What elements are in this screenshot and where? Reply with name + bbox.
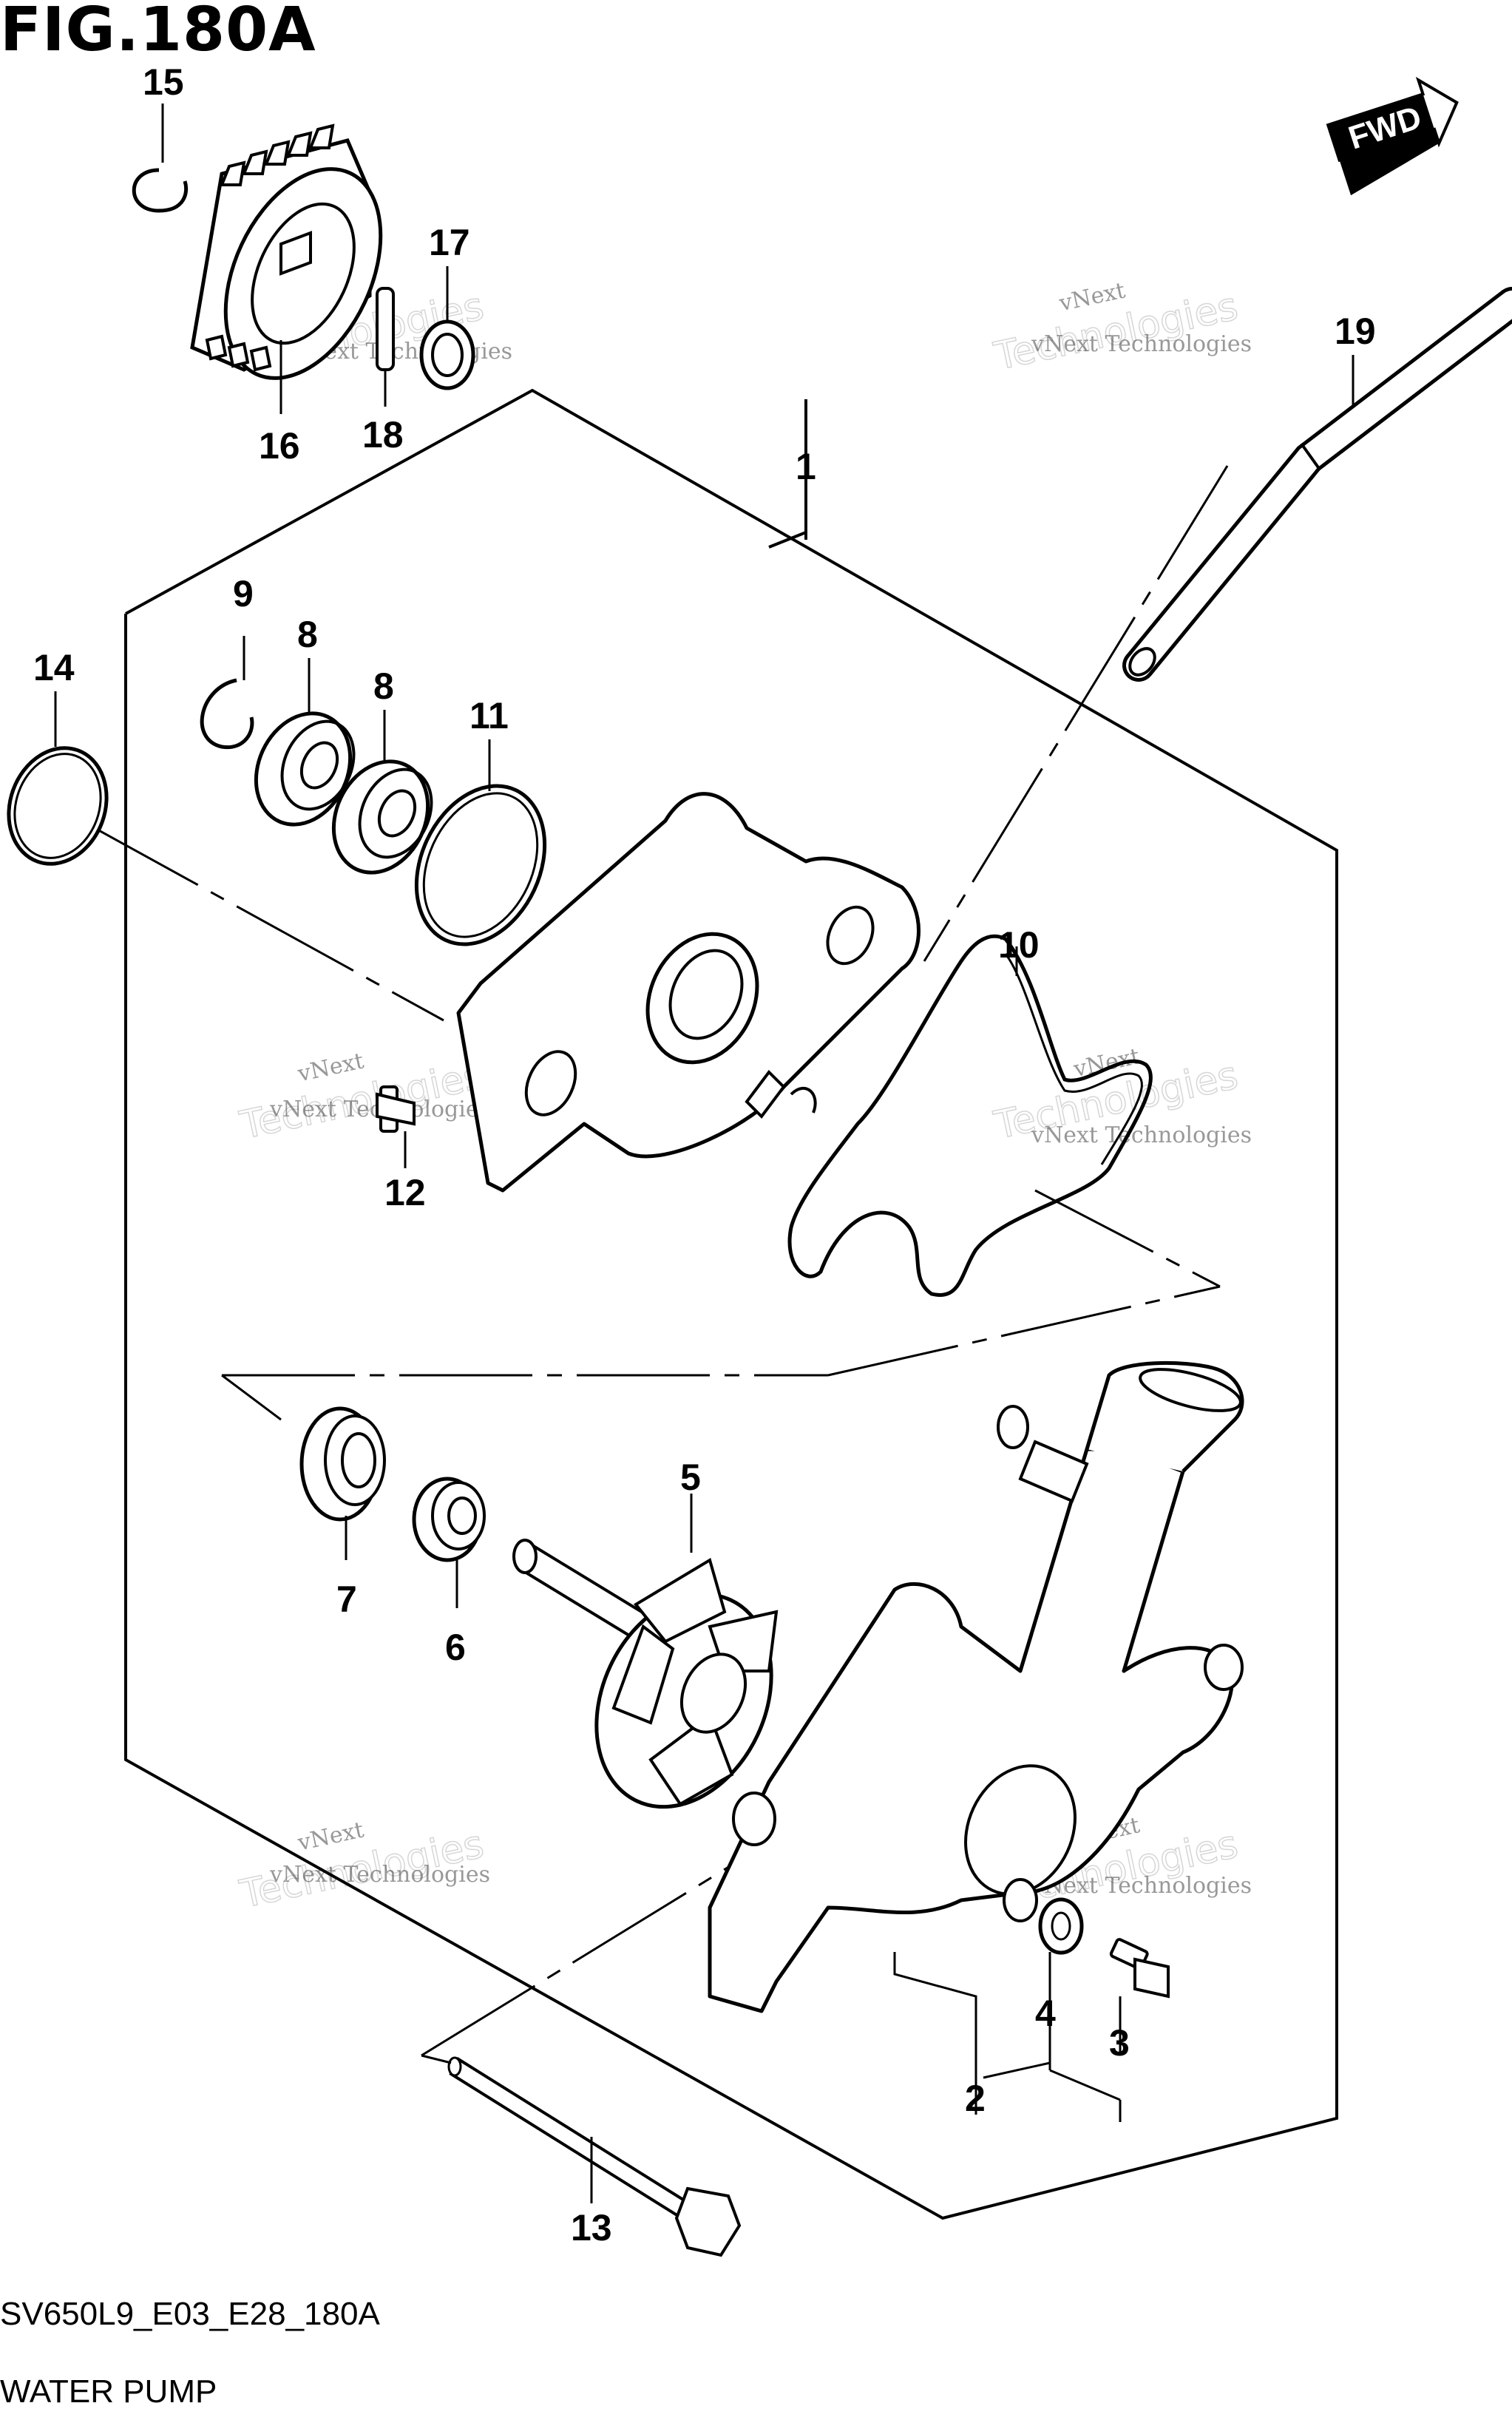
pump-cover-plate (456, 792, 921, 1193)
label-8a: 8 (297, 614, 318, 655)
label-12: 12 (384, 1172, 426, 1213)
part-3-bolt (1109, 1938, 1170, 2055)
part-11-o-ring (414, 739, 547, 946)
label-4: 4 (1035, 1993, 1056, 2034)
label-9: 9 (233, 573, 254, 614)
part-2-pump-case (708, 1360, 1244, 2115)
part-5-impeller-shaft (512, 1494, 779, 1809)
label-3: 3 (1109, 2022, 1130, 2064)
part-17-washer (419, 266, 475, 390)
label-2: 2 (965, 2078, 986, 2119)
label-10: 10 (998, 924, 1040, 966)
part-18-pin (376, 287, 395, 407)
label-19: 19 (1335, 311, 1376, 352)
callout-bracket-2-3-4 (983, 1996, 1122, 2122)
part-12-bolt (376, 1085, 416, 1168)
part-13-long-bolt (421, 2054, 742, 2257)
label-16: 16 (259, 425, 300, 467)
part-16-gear (190, 123, 383, 414)
label-13: 13 (571, 2207, 612, 2248)
diagram-caption: WATER PUMP (0, 2373, 217, 2410)
fwd-direction-arrow: FWD (1326, 76, 1459, 196)
watermark-text: vNext Technologies (269, 1862, 490, 1888)
label-14: 14 (33, 647, 75, 688)
watermark-text: vNext Technologies (1031, 1122, 1252, 1148)
part-4-washer (1038, 1897, 1084, 1996)
alignment-lines (81, 465, 1229, 2057)
part-15-circlip (132, 104, 189, 213)
part-19-hose (1122, 287, 1512, 682)
label-11: 11 (469, 695, 509, 736)
watermark-text: vNext Technologies (1031, 331, 1252, 357)
part-10-gasket (787, 934, 1153, 1298)
figure-title: FIG.180A (0, 0, 316, 65)
label-5: 5 (680, 1457, 701, 1498)
part-8-bearing (331, 710, 433, 875)
part-number-labels: 15 16 17 18 19 1 9 8 8 11 14 10 12 5 7 6… (33, 61, 1376, 2248)
part-14-o-ring (7, 691, 109, 866)
label-8b: 8 (373, 665, 394, 707)
diagram-code: SV650L9_E03_E28_180A (0, 2296, 380, 2332)
part-8-bearing (254, 658, 356, 827)
label-15: 15 (143, 61, 184, 103)
label-1: 1 (796, 446, 816, 487)
label-7: 7 (336, 1579, 357, 1620)
part-9-snap-ring (200, 636, 254, 750)
label-18: 18 (362, 414, 404, 455)
part-6-mechanical-seal (412, 1477, 486, 1608)
label-6: 6 (445, 1627, 466, 1668)
part-7-oil-seal (299, 1406, 386, 1560)
assembly-outline (124, 388, 1338, 2220)
label-17: 17 (429, 222, 470, 263)
